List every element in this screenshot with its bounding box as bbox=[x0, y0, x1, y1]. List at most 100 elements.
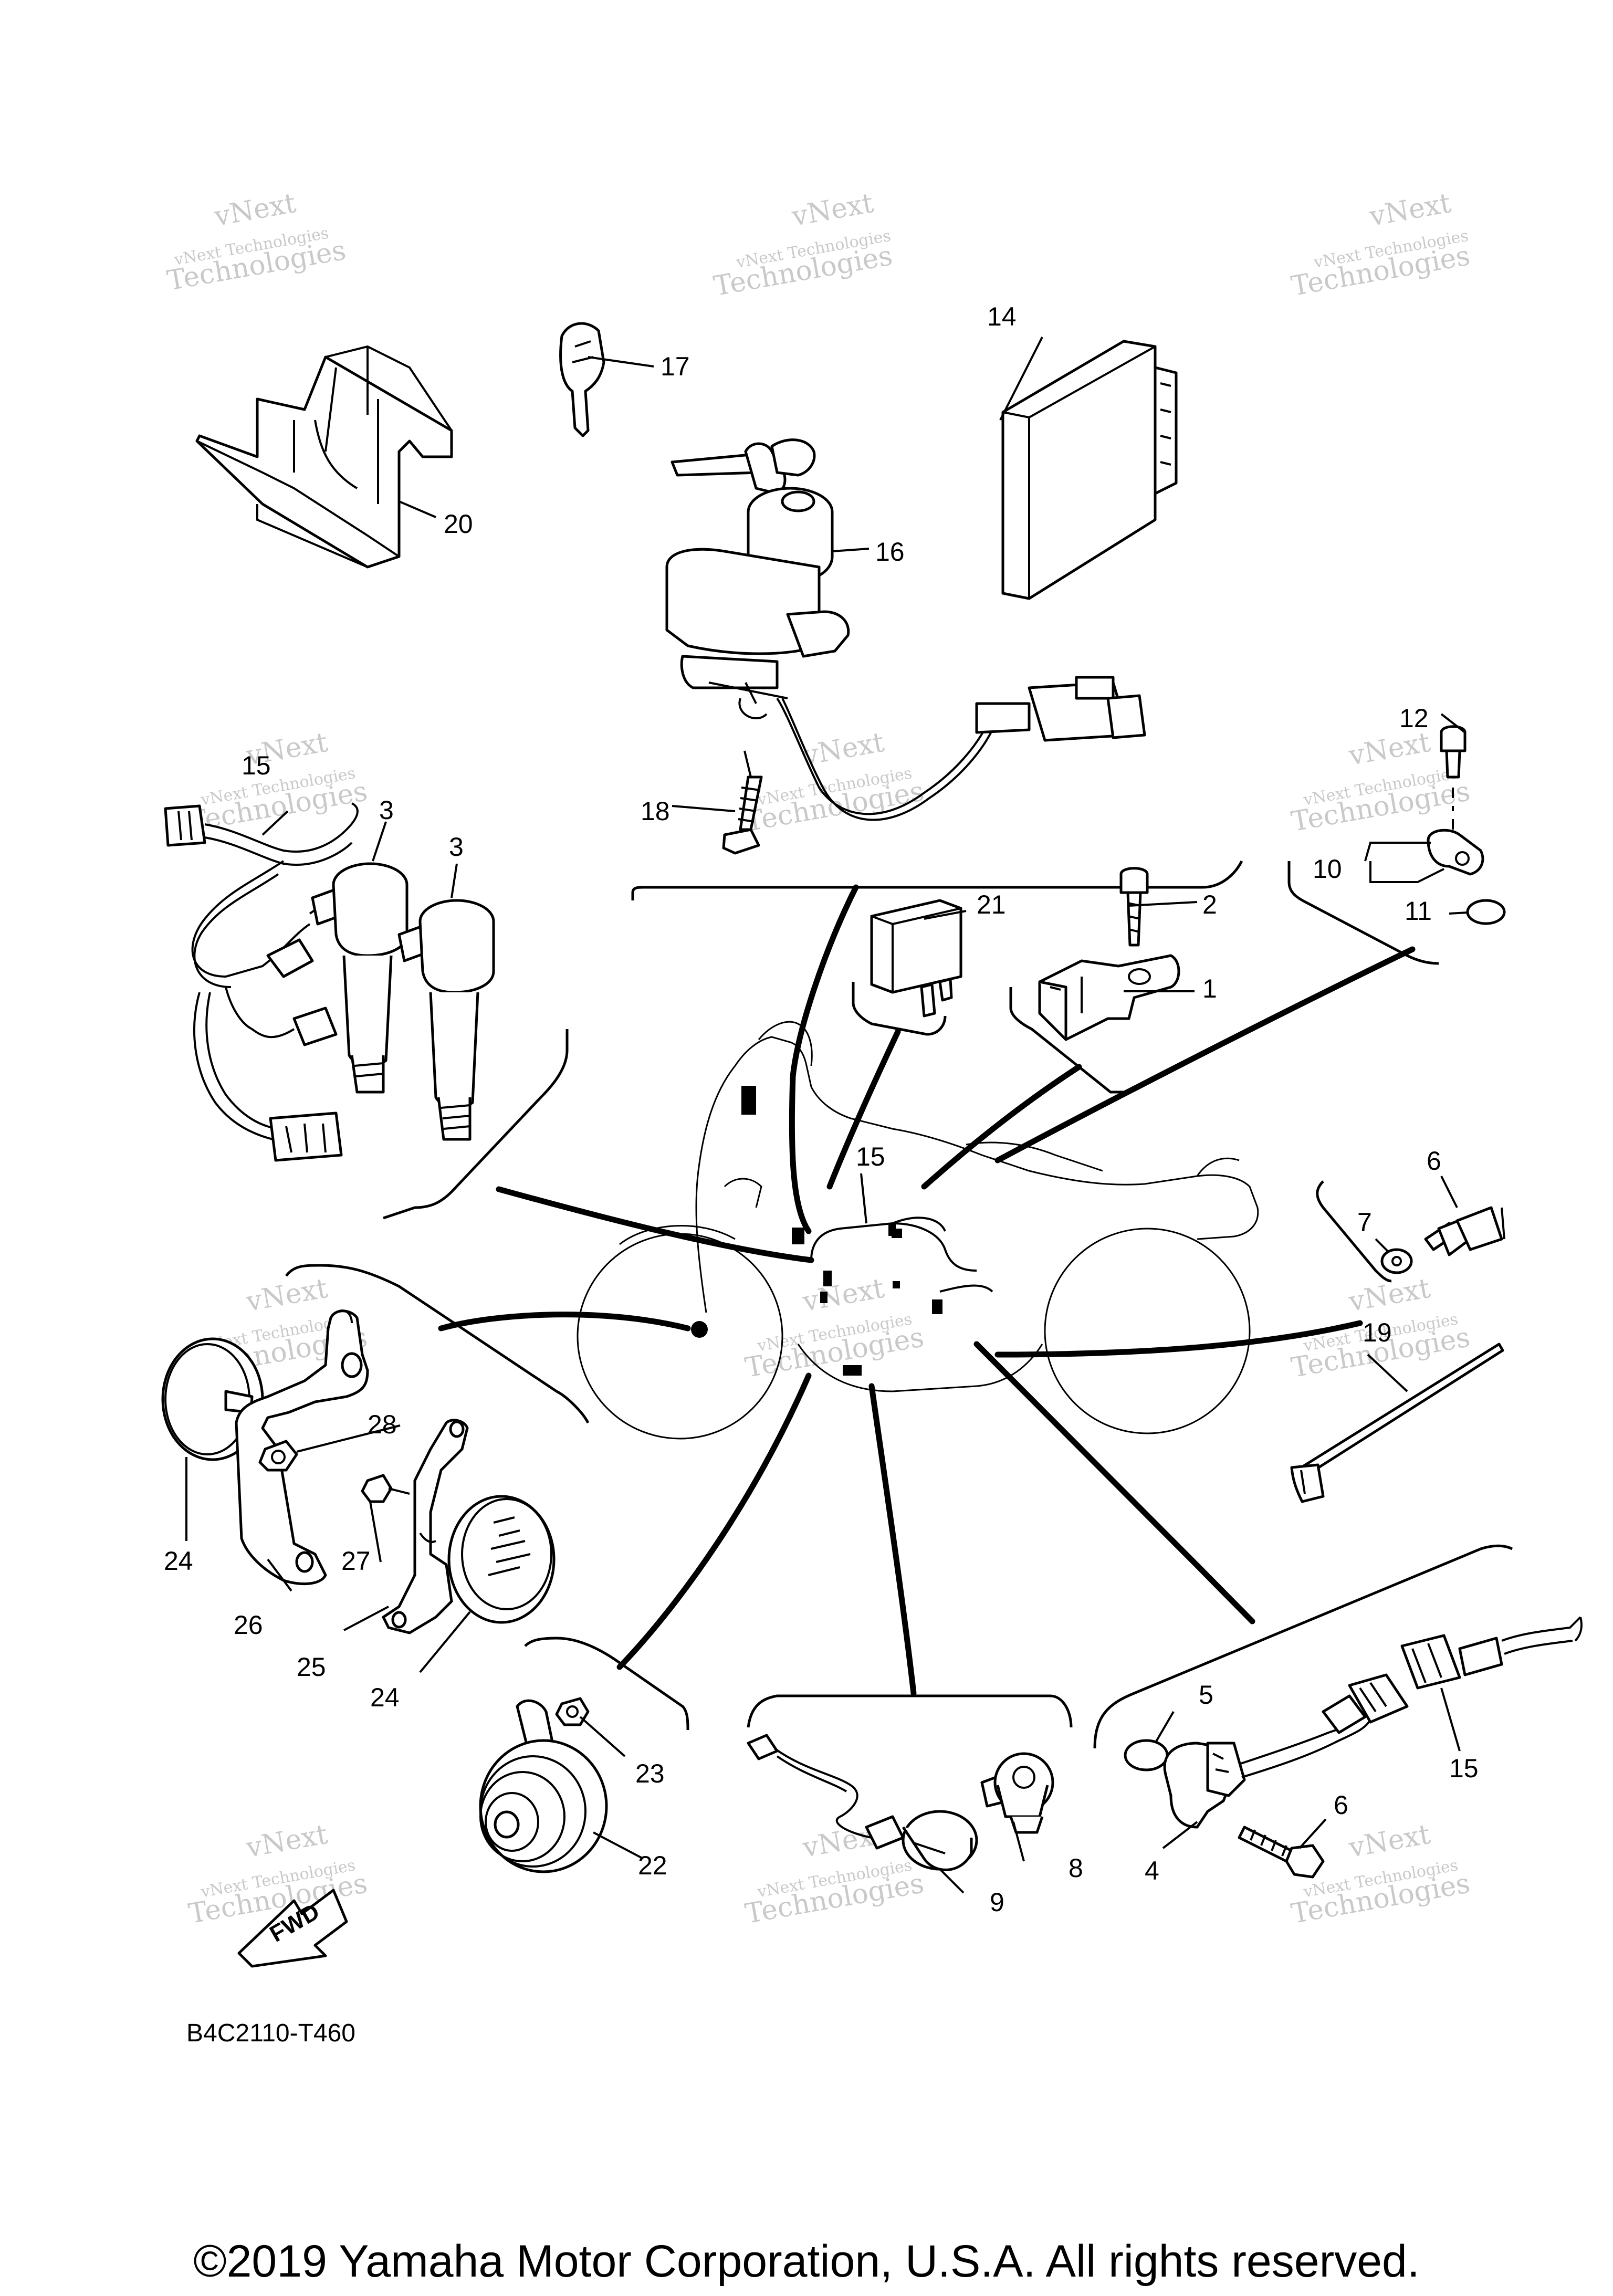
motorcycle-outline bbox=[577, 1021, 1259, 1440]
front-wheel bbox=[577, 1233, 783, 1440]
callout-8: 7 bbox=[1357, 1208, 1372, 1237]
front-fender bbox=[619, 1225, 736, 1245]
svg-text:vNext: vNext bbox=[800, 1273, 887, 1318]
sensor-11 bbox=[1427, 829, 1506, 925]
group-frames bbox=[285, 860, 1513, 1749]
callout-15-center: 15 bbox=[856, 1142, 885, 1171]
horn-22 bbox=[479, 1699, 608, 1873]
callout-21: 21 bbox=[977, 890, 1006, 919]
frame-speed bbox=[1093, 1544, 1513, 1749]
callout-1: 1 bbox=[1202, 974, 1217, 1003]
rear-cowl bbox=[1196, 1157, 1240, 1177]
engine-line bbox=[797, 1344, 1043, 1392]
connector-sensor1 bbox=[921, 1064, 1082, 1190]
svg-text:vNext: vNext bbox=[1367, 187, 1453, 233]
frame-relay bbox=[852, 982, 947, 1036]
callout-3-a: 3 bbox=[379, 795, 394, 825]
pressure-switch-9 bbox=[980, 1752, 1054, 1834]
callout-16: 16 bbox=[875, 537, 905, 567]
marker-horn bbox=[820, 1292, 828, 1303]
frame-oil bbox=[747, 1694, 1073, 1728]
diagram-code: B4C2110-T460 bbox=[186, 2019, 355, 2047]
center-harness-branch bbox=[892, 1217, 993, 1293]
wire-harness-right bbox=[1400, 1616, 1583, 1690]
bolt-6 bbox=[1238, 1826, 1325, 1879]
svg-text:vNext: vNext bbox=[1346, 1273, 1433, 1318]
frame-coils bbox=[383, 1029, 569, 1220]
connector-speed bbox=[973, 1341, 1255, 1624]
callout-18: 18 bbox=[641, 796, 670, 826]
cable-tie-19 bbox=[1290, 1343, 1504, 1503]
callout-23: 23 bbox=[635, 1759, 665, 1788]
connector-sensor11 bbox=[994, 946, 1416, 1163]
marker-switch bbox=[843, 1365, 862, 1376]
bolt-18 bbox=[722, 775, 763, 855]
rear-wheel bbox=[1044, 1228, 1251, 1434]
headlight-line bbox=[724, 1178, 762, 1208]
svg-text:vNext: vNext bbox=[244, 1273, 330, 1318]
callout-17: 17 bbox=[661, 352, 690, 381]
watermark: vNext vNext Technologies Technologies bbox=[743, 727, 926, 838]
watermark: vNext vNext Technologies Technologies bbox=[1289, 187, 1472, 302]
oil-sensor-10 bbox=[747, 1734, 978, 1871]
speed-sensor-4 bbox=[1163, 1673, 1409, 1829]
ecu-unit bbox=[1001, 340, 1178, 600]
fwd-arrow-icon: FWD bbox=[237, 1889, 348, 1968]
nut-28 bbox=[258, 1440, 298, 1472]
leader-lines bbox=[185, 337, 1468, 1894]
svg-text:vNext: vNext bbox=[1346, 727, 1433, 772]
callout-5: 5 bbox=[1199, 1680, 1213, 1710]
callout-15-right: 15 bbox=[1449, 1754, 1479, 1783]
callout-10: 9 bbox=[990, 1888, 1004, 1917]
callout-22: 22 bbox=[638, 1851, 667, 1880]
relay-21 bbox=[870, 899, 962, 1018]
temp-sensor-7 bbox=[1380, 1206, 1505, 1274]
ignition-switch bbox=[665, 438, 1146, 821]
callout-4: 4 bbox=[1145, 1856, 1159, 1885]
callout-9: 8 bbox=[1069, 1853, 1083, 1883]
frame-sensor1 bbox=[1009, 987, 1124, 1094]
callout-28: 28 bbox=[368, 1410, 397, 1439]
callout-19: 19 bbox=[1363, 1318, 1392, 1347]
callout-25: 25 bbox=[297, 1652, 326, 1682]
marker-coil bbox=[888, 1223, 896, 1236]
connector-coils bbox=[496, 1186, 814, 1263]
callout-27: 27 bbox=[341, 1546, 371, 1576]
connector-relay bbox=[826, 1029, 901, 1190]
key-blank bbox=[559, 322, 605, 437]
horn-cover-right-24 bbox=[447, 1495, 556, 1624]
o-ring-12 bbox=[1466, 899, 1506, 925]
bolt-27 bbox=[361, 1474, 410, 1503]
copyright-notice: ©2019 Yamaha Motor Corporation, U.S.A. A… bbox=[193, 2236, 1420, 2287]
callout-24-left: 24 bbox=[164, 1546, 193, 1576]
svg-text:vNext: vNext bbox=[244, 1819, 330, 1864]
o-ring-5 bbox=[1124, 1739, 1169, 1771]
connector-oil bbox=[868, 1383, 917, 1696]
ignition-coil-2 bbox=[397, 899, 495, 1141]
callout-11: 10 bbox=[1313, 854, 1342, 884]
watermark: vNext vNext Technologies Technologies bbox=[165, 187, 348, 297]
marker-temp bbox=[893, 1281, 900, 1288]
frame-horn22 bbox=[524, 1637, 689, 1731]
callout-24-right: 24 bbox=[370, 1683, 400, 1712]
callout-20: 20 bbox=[444, 509, 473, 539]
fairing-outline bbox=[695, 1036, 1259, 1313]
sensor-1 bbox=[1038, 954, 1180, 1041]
frame-temp bbox=[1316, 1180, 1392, 1283]
svg-text:vNext: vNext bbox=[1346, 1819, 1433, 1864]
marker-ignition bbox=[823, 1271, 832, 1286]
watermark: vNext vNext Technologies Technologies bbox=[711, 187, 895, 302]
callout-15-left: 15 bbox=[242, 751, 271, 780]
connector-temp bbox=[994, 1320, 1363, 1358]
svg-text:vNext: vNext bbox=[789, 187, 876, 233]
connector-hornfront bbox=[438, 1312, 691, 1332]
bracket-25 bbox=[382, 1419, 469, 1634]
frame-hornfront bbox=[285, 1264, 590, 1424]
svg-text:vNext: vNext bbox=[212, 187, 298, 233]
connector-lines bbox=[438, 884, 1416, 1696]
seat-line bbox=[966, 1141, 1103, 1172]
callout-14: 14 bbox=[987, 302, 1017, 331]
callout-2: 2 bbox=[1202, 890, 1217, 919]
windscreen bbox=[758, 1021, 813, 1066]
